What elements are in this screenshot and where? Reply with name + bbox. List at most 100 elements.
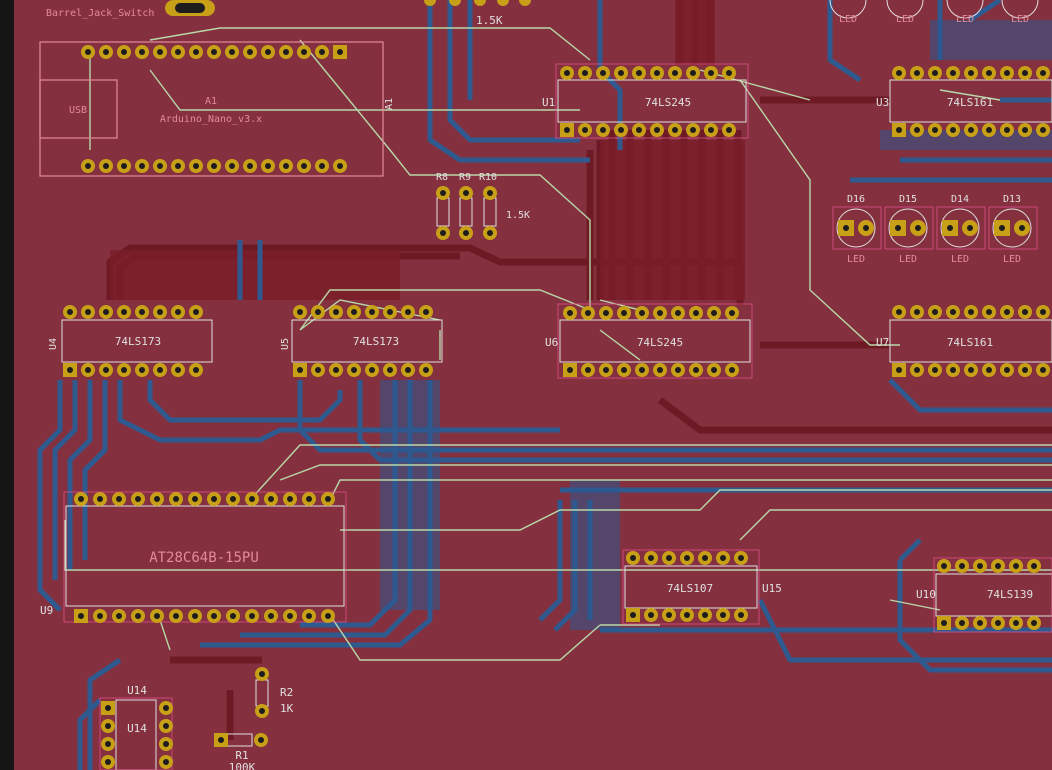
d16-ref: D16 — [847, 194, 865, 205]
drill-hole — [968, 367, 974, 373]
drill-hole — [654, 70, 660, 76]
led-d15[interactable]: D15 LED — [884, 194, 934, 265]
drill-hole — [1022, 367, 1028, 373]
u9-pads-top — [74, 492, 335, 506]
drill-hole — [121, 163, 127, 169]
d14-courtyard — [936, 206, 986, 250]
drill-hole — [986, 367, 992, 373]
r1-ref: R1 — [235, 749, 248, 762]
top-led-value-4: LED — [1011, 14, 1029, 25]
drill-hole — [621, 367, 627, 373]
u6-courtyard — [557, 303, 753, 379]
drill-hole — [229, 163, 235, 169]
drill-hole — [675, 367, 681, 373]
d15-ref: D15 — [899, 194, 917, 205]
u6-footprint[interactable]: U6 74LS245 — [545, 303, 753, 379]
drill-hole — [977, 563, 983, 569]
drill-hole — [986, 70, 992, 76]
u15-footprint[interactable]: 74LS107 U15 — [622, 549, 782, 625]
u15-outline — [624, 565, 758, 609]
drill-hole — [621, 310, 627, 316]
drill-hole — [564, 70, 570, 76]
d15-courtyard — [884, 206, 934, 250]
u10-footprint[interactable]: U10 74LS139 — [916, 557, 1052, 633]
drill-hole — [896, 309, 902, 315]
u6-outline — [559, 319, 751, 363]
led-d16[interactable]: D16 LED — [832, 194, 882, 265]
drill-hole — [959, 620, 965, 626]
u1-footprint[interactable]: U1 74LS245 — [542, 63, 749, 139]
u1-ref: U1 — [542, 96, 555, 109]
u14-value: U14 — [127, 722, 147, 735]
drill-hole — [297, 309, 303, 315]
resistor-r10[interactable]: R10 — [479, 172, 497, 240]
drill-hole — [173, 613, 179, 619]
drill-hole — [154, 496, 160, 502]
led-d13[interactable]: D13 LED — [988, 194, 1038, 265]
drill-hole — [1040, 309, 1046, 315]
drill-hole — [157, 49, 163, 55]
drill-hole — [85, 309, 91, 315]
drill-hole — [192, 613, 198, 619]
drill-hole — [369, 367, 375, 373]
resistor-r2[interactable]: R2 1K — [255, 667, 294, 718]
drill-hole — [405, 309, 411, 315]
drill-hole — [301, 163, 307, 169]
drill-hole — [896, 70, 902, 76]
arduino-nano-footprint[interactable]: USB A1 Arduino_Nano_v3.x A1 — [39, 41, 395, 177]
drill-hole — [405, 367, 411, 373]
drill-hole — [1022, 309, 1028, 315]
drill-hole — [672, 127, 678, 133]
barrel-jack-footprint[interactable]: Barrel_Jack_Switch — [46, 0, 215, 19]
drill-hole — [121, 309, 127, 315]
top-led-value-2: LED — [896, 14, 914, 25]
u7-footprint[interactable]: U7 74LS161 — [876, 305, 1052, 377]
drill-hole — [268, 613, 274, 619]
d13-value: LED — [1003, 254, 1021, 265]
d16-body — [836, 208, 876, 248]
u7-pads-bottom — [892, 363, 1050, 377]
drill-hole — [639, 367, 645, 373]
drill-hole — [325, 496, 331, 502]
drill-hole — [337, 163, 343, 169]
u14-footprint[interactable]: U14 U14 — [99, 684, 173, 770]
drill-hole — [630, 555, 636, 561]
drill-hole — [154, 613, 160, 619]
drill-hole — [121, 367, 127, 373]
drill-hole — [690, 127, 696, 133]
u3-ref: U3 — [876, 96, 889, 109]
u5-footprint[interactable]: U5 74LS173 — [280, 305, 443, 377]
drill-hole — [297, 367, 303, 373]
drill-hole — [657, 367, 663, 373]
u9-footprint[interactable]: AT28C64B-15PU U9 — [40, 491, 347, 623]
d16-courtyard — [832, 206, 882, 250]
drill-hole — [585, 367, 591, 373]
u15-ref: U15 — [762, 582, 782, 595]
drill-hole — [941, 620, 947, 626]
back-copper-fill — [380, 20, 1052, 630]
u3-value: 74LS161 — [947, 96, 993, 109]
resistor-r9[interactable]: R9 — [459, 172, 473, 240]
drill-hole — [423, 367, 429, 373]
drill-hole — [163, 723, 169, 729]
u4-footprint[interactable]: U4 74LS173 — [48, 305, 213, 377]
u1-pads-bottom — [560, 123, 736, 137]
drill-hole — [585, 310, 591, 316]
drill-hole — [315, 367, 321, 373]
u3-footprint[interactable]: U3 74LS161 — [876, 66, 1052, 137]
led-d14[interactable]: D14 LED — [936, 194, 986, 265]
drill-hole — [193, 163, 199, 169]
d13-body — [992, 208, 1032, 248]
resistor-r8[interactable]: R8 — [436, 172, 450, 240]
drill-hole — [67, 367, 73, 373]
drill-hole — [247, 49, 253, 55]
u1-courtyard — [555, 63, 749, 139]
drill-hole — [600, 70, 606, 76]
drill-hole — [720, 555, 726, 561]
drill-hole — [600, 127, 606, 133]
drill-hole — [230, 613, 236, 619]
resistor-r1[interactable]: R1 100K — [214, 733, 268, 770]
top-led-value-3: LED — [956, 14, 974, 25]
drill-hole — [582, 70, 588, 76]
